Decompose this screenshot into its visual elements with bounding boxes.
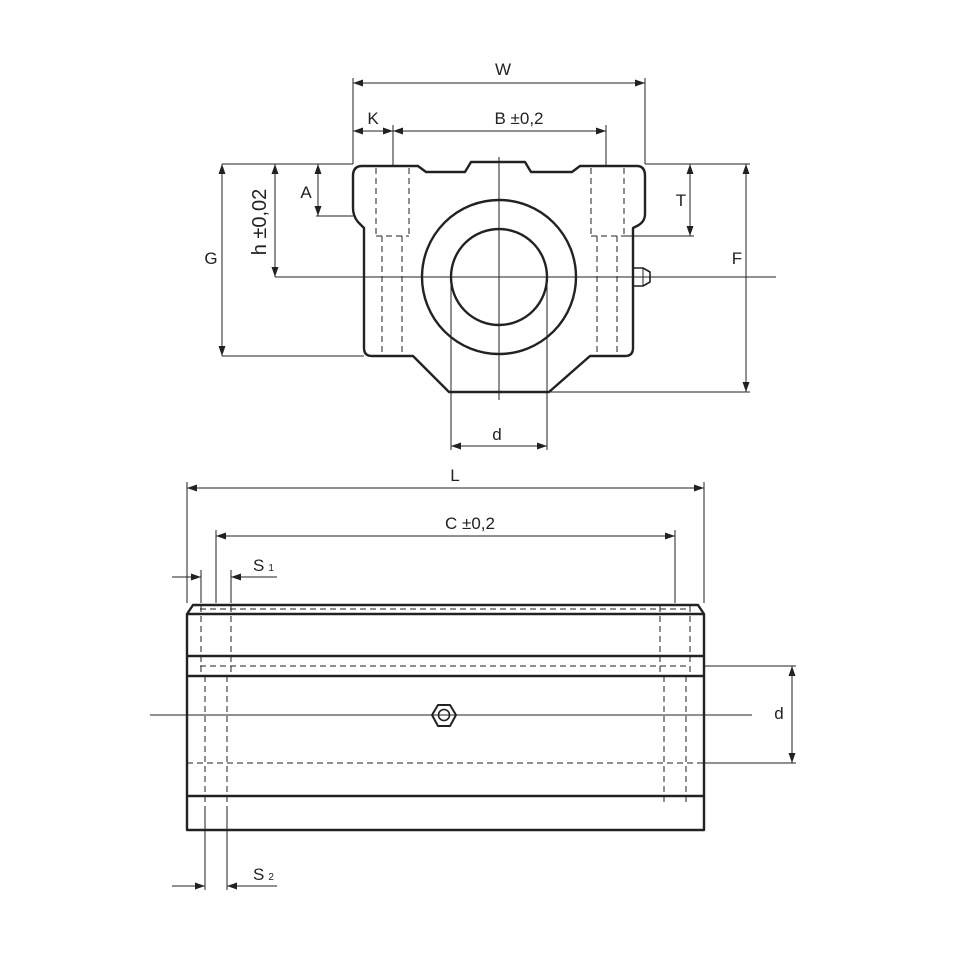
housing-outline — [351, 160, 647, 394]
dim-h-label: h ±0,02 — [249, 189, 271, 256]
front-view: W K B ±0,2 A h ±0,02 G T F d — [204, 60, 776, 450]
hidden-holes-front — [375, 168, 625, 354]
dim-B-label: B ±0,2 — [494, 109, 543, 128]
hidden-lines-side — [187, 606, 704, 806]
dim-G-label: G — [204, 249, 217, 268]
dim-T-label: T — [676, 191, 686, 210]
dim-d-label-side: d — [774, 704, 783, 723]
dim-A-label: A — [300, 183, 312, 202]
dim-L-label: L — [450, 466, 459, 485]
dim-C-label: C ±0,2 — [445, 514, 495, 533]
dim-d-label-front: d — [492, 425, 501, 444]
dim-K-label: K — [367, 109, 379, 128]
dim-W-label: W — [495, 60, 511, 79]
dim-F-label: F — [732, 249, 742, 268]
